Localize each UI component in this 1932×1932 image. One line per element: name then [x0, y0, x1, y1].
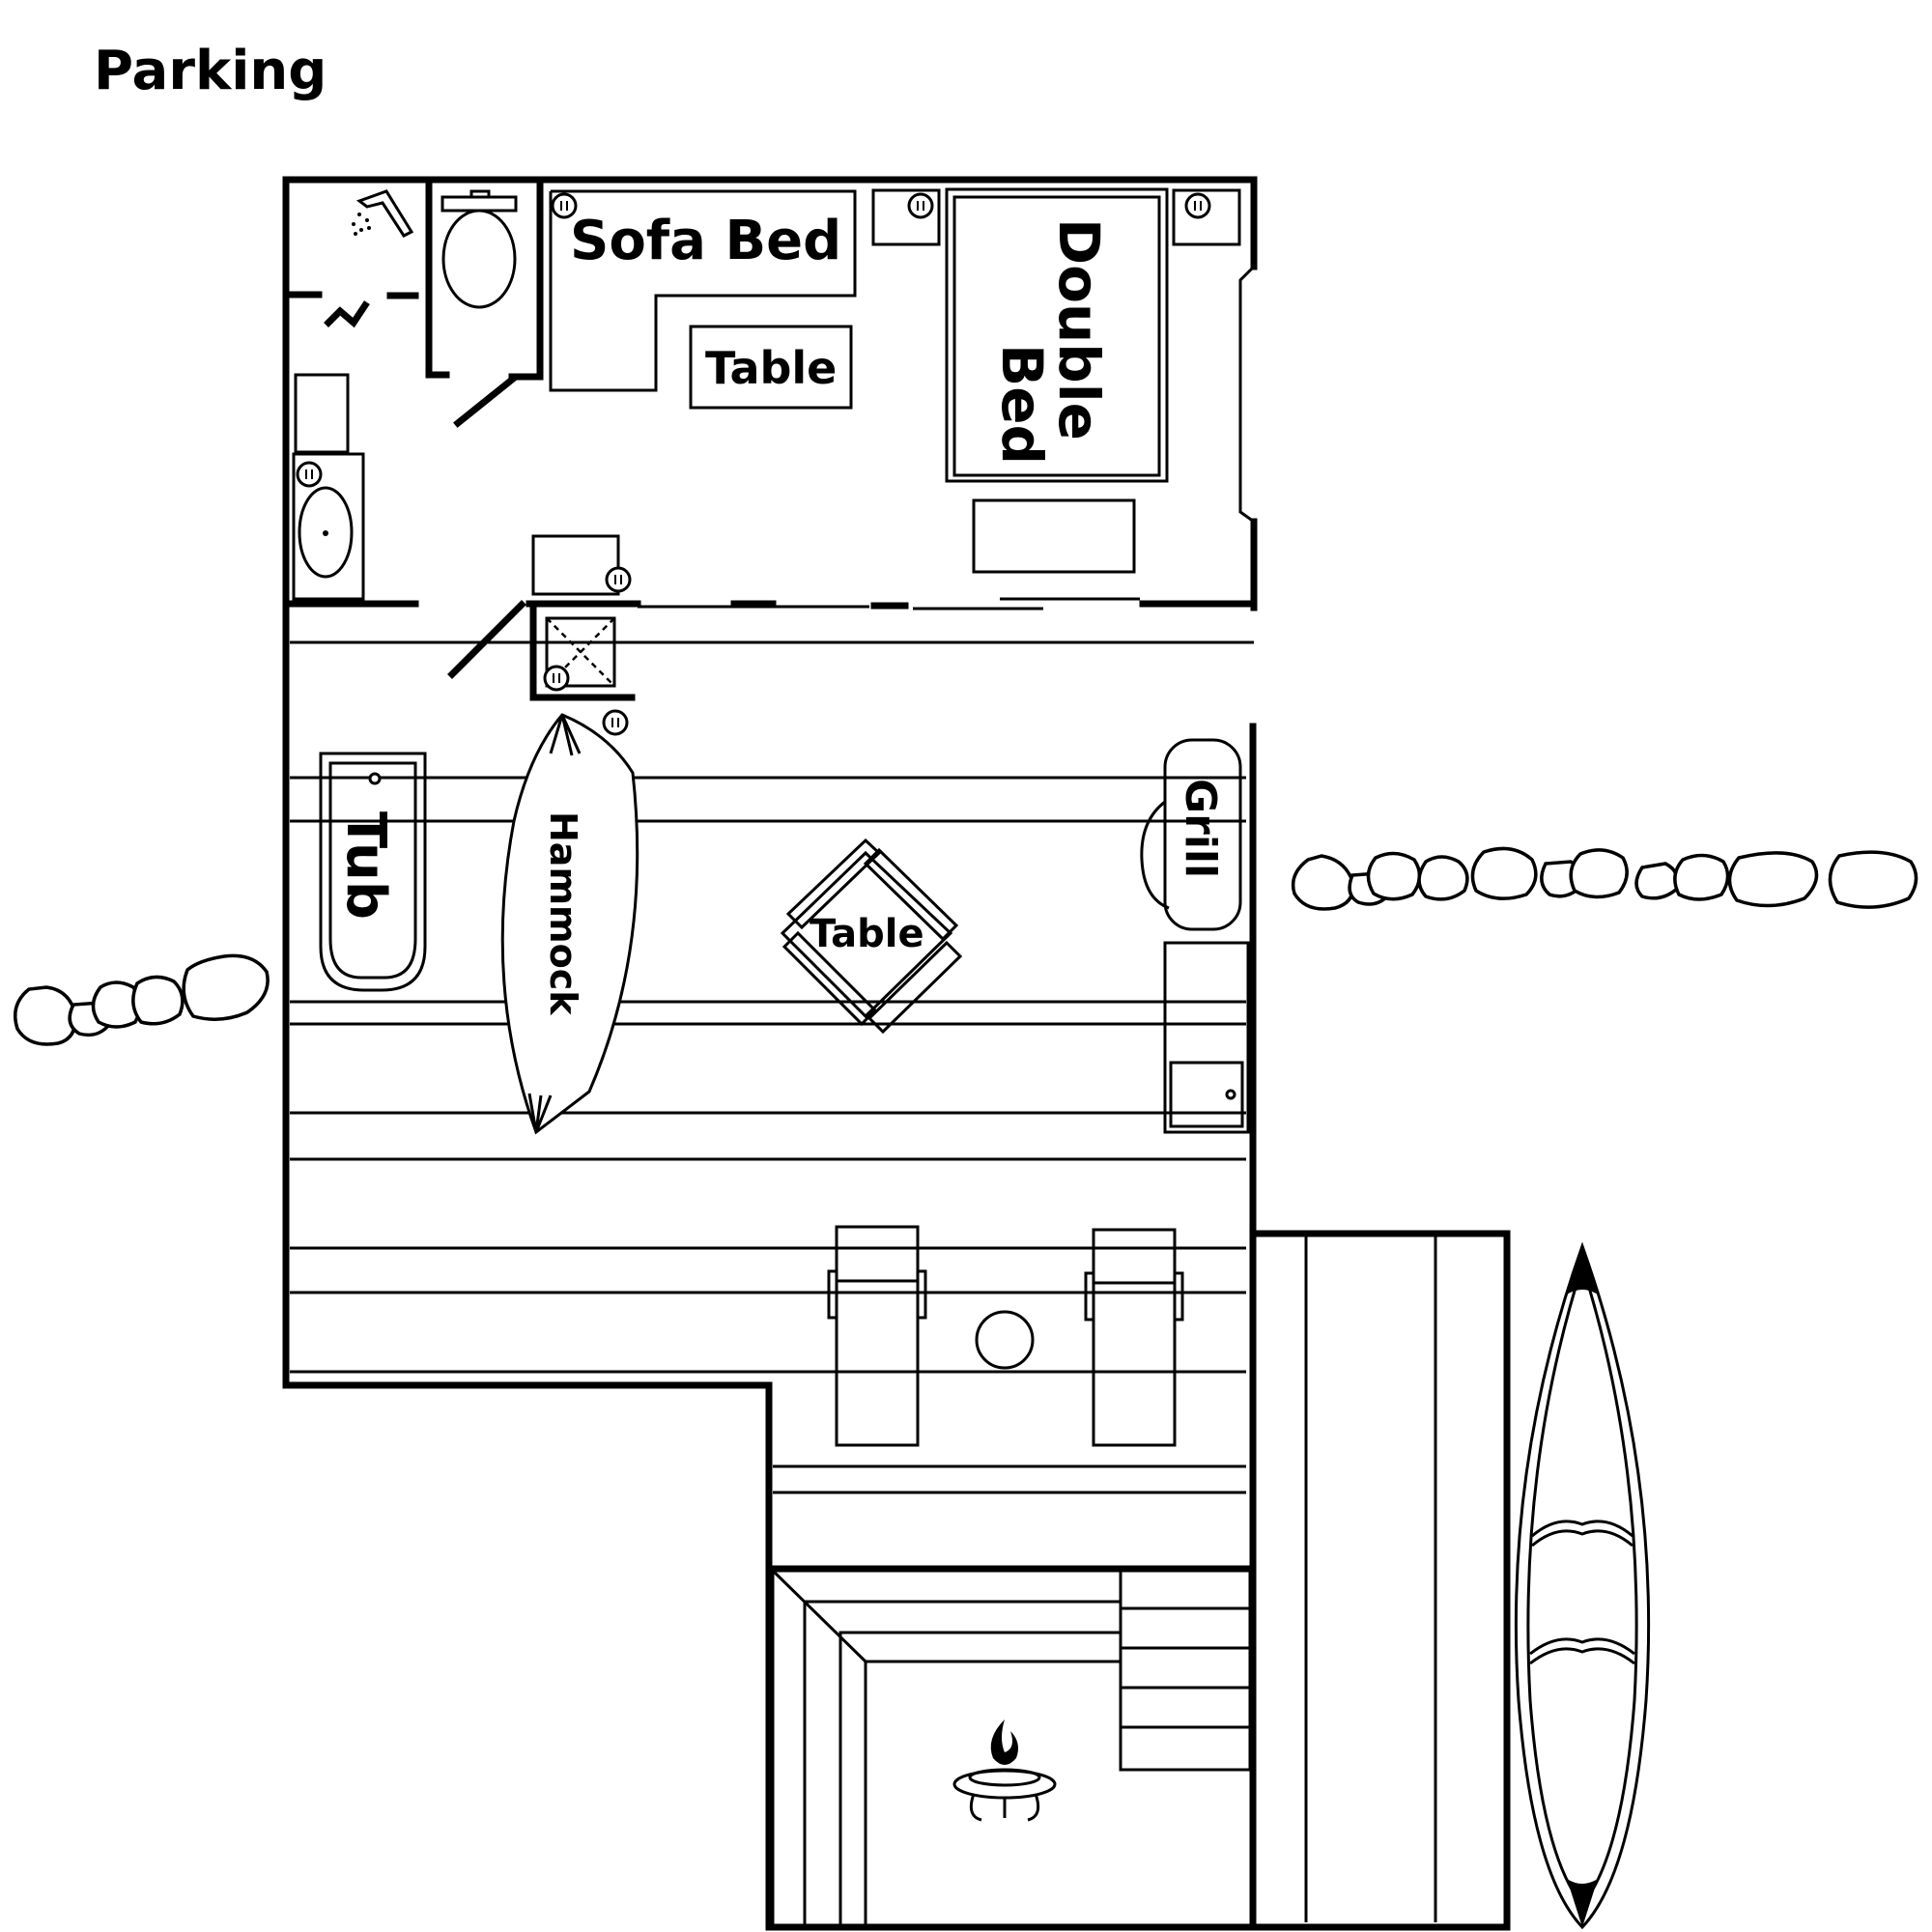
cabin-door: [447, 600, 526, 679]
canoe-icon: [1514, 1241, 1651, 1930]
deck-table: Table: [780, 838, 963, 1035]
grill: Grill: [1140, 738, 1242, 931]
double-bed-label-line1: Double: [1046, 218, 1112, 440]
cabin-walls: [282, 176, 1258, 611]
double-bed: Double Bed: [945, 187, 1169, 483]
bed-bench: [972, 498, 1136, 574]
parking-label: Parking: [94, 40, 327, 102]
grill-label: Grill: [1176, 779, 1225, 878]
toilet-icon: [440, 189, 518, 309]
fire-pit-area: [771, 1567, 1252, 1927]
cabinet-icon: [1163, 941, 1250, 1134]
deck-outline: [282, 604, 1511, 1931]
hammock-label: Hammock: [542, 811, 584, 1015]
double-bed-label-line2: Bed: [989, 344, 1055, 465]
sink-icon: [292, 373, 365, 601]
deck-boards: [290, 640, 1437, 1922]
closet: [529, 601, 636, 701]
hammock: Hammock: [500, 713, 639, 1135]
side-table-icon: [975, 1310, 1035, 1370]
entry-desk: [531, 534, 620, 596]
nightstand-left: [871, 188, 941, 246]
indoor-table-label: Table: [705, 342, 837, 394]
shower-icon: [352, 189, 414, 238]
nightstand-right: [1172, 188, 1241, 246]
sofa-bed-label: Sofa Bed: [570, 210, 841, 272]
indoor-table: Table: [689, 325, 853, 410]
outlet-icon: [296, 192, 1211, 736]
bathroom-door: [453, 375, 517, 428]
rocks-icon: [1291, 846, 1918, 911]
tub: Tub: [319, 752, 427, 992]
fire-pit-icon: [952, 1719, 1057, 1822]
sofa-bed: Sofa Bed: [549, 189, 857, 392]
deck-table-label: Table: [810, 912, 924, 956]
shower-curtain: [324, 300, 370, 328]
adirondack-chair-icon: [1084, 1228, 1184, 1447]
tub-label: Tub: [334, 811, 397, 920]
rocks-icon: [14, 953, 270, 1046]
adirondack-chair-icon: [827, 1225, 927, 1447]
